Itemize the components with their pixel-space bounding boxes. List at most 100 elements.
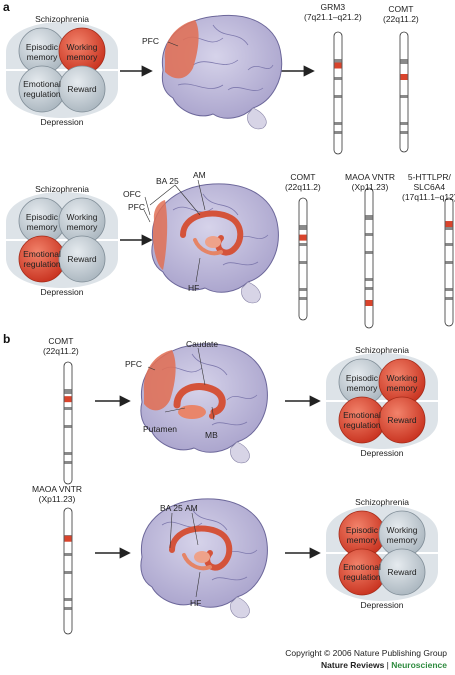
brain-a2	[151, 183, 279, 304]
chromosome-band	[334, 131, 342, 134]
chromosome-band	[64, 452, 72, 455]
module-circle-reward	[58, 235, 106, 283]
chromosome-band	[64, 571, 72, 574]
brain-b1	[140, 343, 268, 464]
chromosome-band	[299, 297, 307, 300]
chromosome-httlpr	[444, 197, 454, 327]
panel-label-b: b	[3, 332, 11, 346]
chromosome-band	[445, 297, 453, 300]
chromosome-band	[299, 261, 307, 264]
label-a2-ba25: BA 25	[156, 176, 179, 186]
module-label-schizophrenia: Schizophrenia	[355, 345, 409, 355]
chromosome-set	[63, 31, 454, 635]
chromosome-band	[64, 407, 72, 410]
chromosome-band	[299, 225, 307, 230]
chromosome-band	[299, 243, 307, 246]
module-label-depression: Depression	[360, 600, 404, 610]
chromosome-band	[299, 288, 307, 291]
panel-label-a: a	[3, 0, 10, 14]
brain-b2	[140, 498, 268, 619]
module-group-a2	[6, 192, 118, 288]
chromosome-band	[334, 95, 342, 98]
chromosome-band	[365, 287, 373, 290]
label-a1-pfc: PFC	[142, 36, 159, 46]
chromosome-band	[400, 59, 408, 64]
chromosome-body	[333, 31, 343, 155]
module-circle-reward	[378, 548, 426, 596]
chromosome-highlight-band	[334, 62, 342, 69]
label-a2-ofc: OFC	[123, 189, 141, 199]
chromosome-band	[64, 389, 72, 394]
chromosome-band	[400, 95, 408, 98]
chromosome-grm3	[333, 31, 343, 155]
chromosome-highlight-band	[400, 74, 408, 80]
module-label-reward: Reward	[67, 254, 97, 264]
gene-label-comt-a1: COMT (22q11.2)	[383, 4, 419, 24]
chromosome-band	[64, 598, 72, 601]
chromosome-band	[445, 261, 453, 264]
chromosome-body	[63, 361, 73, 485]
copyright-line: Copyright © 2006 Nature Publishing Group	[285, 648, 447, 658]
label-b1-mb: MB	[205, 430, 218, 440]
chromosome-highlight-band	[299, 234, 307, 241]
gene-label-httlpr: 5-HTTLPR/ SLC6A4 (17q11.1–q12)	[402, 172, 455, 202]
label-b1-putamen: Putamen	[143, 424, 178, 434]
module-label-schizophrenia: Schizophrenia	[35, 14, 89, 24]
module-label-reward: Reward	[387, 567, 417, 577]
module-label-depression: Depression	[360, 448, 404, 458]
label-b2-am: AM	[185, 503, 198, 513]
chromosome-band	[365, 251, 373, 254]
chromosome-band	[400, 122, 408, 125]
gene-label-comt-b1: COMT (22q11.2)	[43, 336, 79, 356]
journal-separator: |	[384, 660, 392, 670]
module-circle-reward	[378, 396, 426, 444]
journal-credit: Nature Reviews | Neuroscience	[321, 660, 447, 670]
module-label-schizophrenia: Schizophrenia	[35, 184, 89, 194]
pfc-region	[164, 20, 199, 79]
label-b1-pfc: PFC	[125, 359, 142, 369]
chromosome-band	[334, 77, 342, 80]
chromosome-band	[365, 215, 373, 220]
chromosome-band	[445, 225, 453, 230]
module-label-depression: Depression	[40, 287, 84, 297]
chromosome-band	[445, 288, 453, 291]
label-b1-caudate: Caudate	[186, 339, 219, 349]
chromosome-band	[64, 461, 72, 464]
chromosome-band	[365, 233, 373, 236]
label-a2-pfc: PFC	[128, 202, 145, 212]
journal-section: Neuroscience	[391, 660, 447, 670]
gene-label-maoa-b2: MAOA VNTR (Xp11.23)	[32, 484, 83, 504]
module-label-reward: Reward	[67, 84, 97, 94]
chromosome-band	[64, 607, 72, 610]
gene-label-grm3: GRM3 (7q21.1–q21.2)	[304, 2, 362, 22]
chromosome-band	[445, 243, 453, 246]
chromosome-maoa-a2	[364, 187, 374, 329]
module-circle-reward	[58, 65, 106, 113]
module-label-schizophrenia: Schizophrenia	[355, 497, 409, 507]
chromosome-body	[298, 197, 308, 321]
module-label-reward: Reward	[387, 415, 417, 425]
chromosome-band	[64, 553, 72, 556]
label-a2-hf: HF	[188, 283, 200, 293]
label-b2-hf: HF	[190, 598, 202, 608]
label-a2-am: AM	[193, 170, 206, 180]
leader-lines	[143, 41, 215, 598]
module-group-b2	[326, 505, 438, 601]
module-label-depression: Depression	[40, 117, 84, 127]
chromosome-highlight-band	[445, 221, 453, 228]
chromosome-band	[365, 278, 373, 281]
chromosome-band	[334, 59, 342, 64]
chromosome-maoa-b2	[63, 507, 73, 635]
module-group-b1	[326, 353, 438, 449]
chromosome-band	[400, 131, 408, 134]
